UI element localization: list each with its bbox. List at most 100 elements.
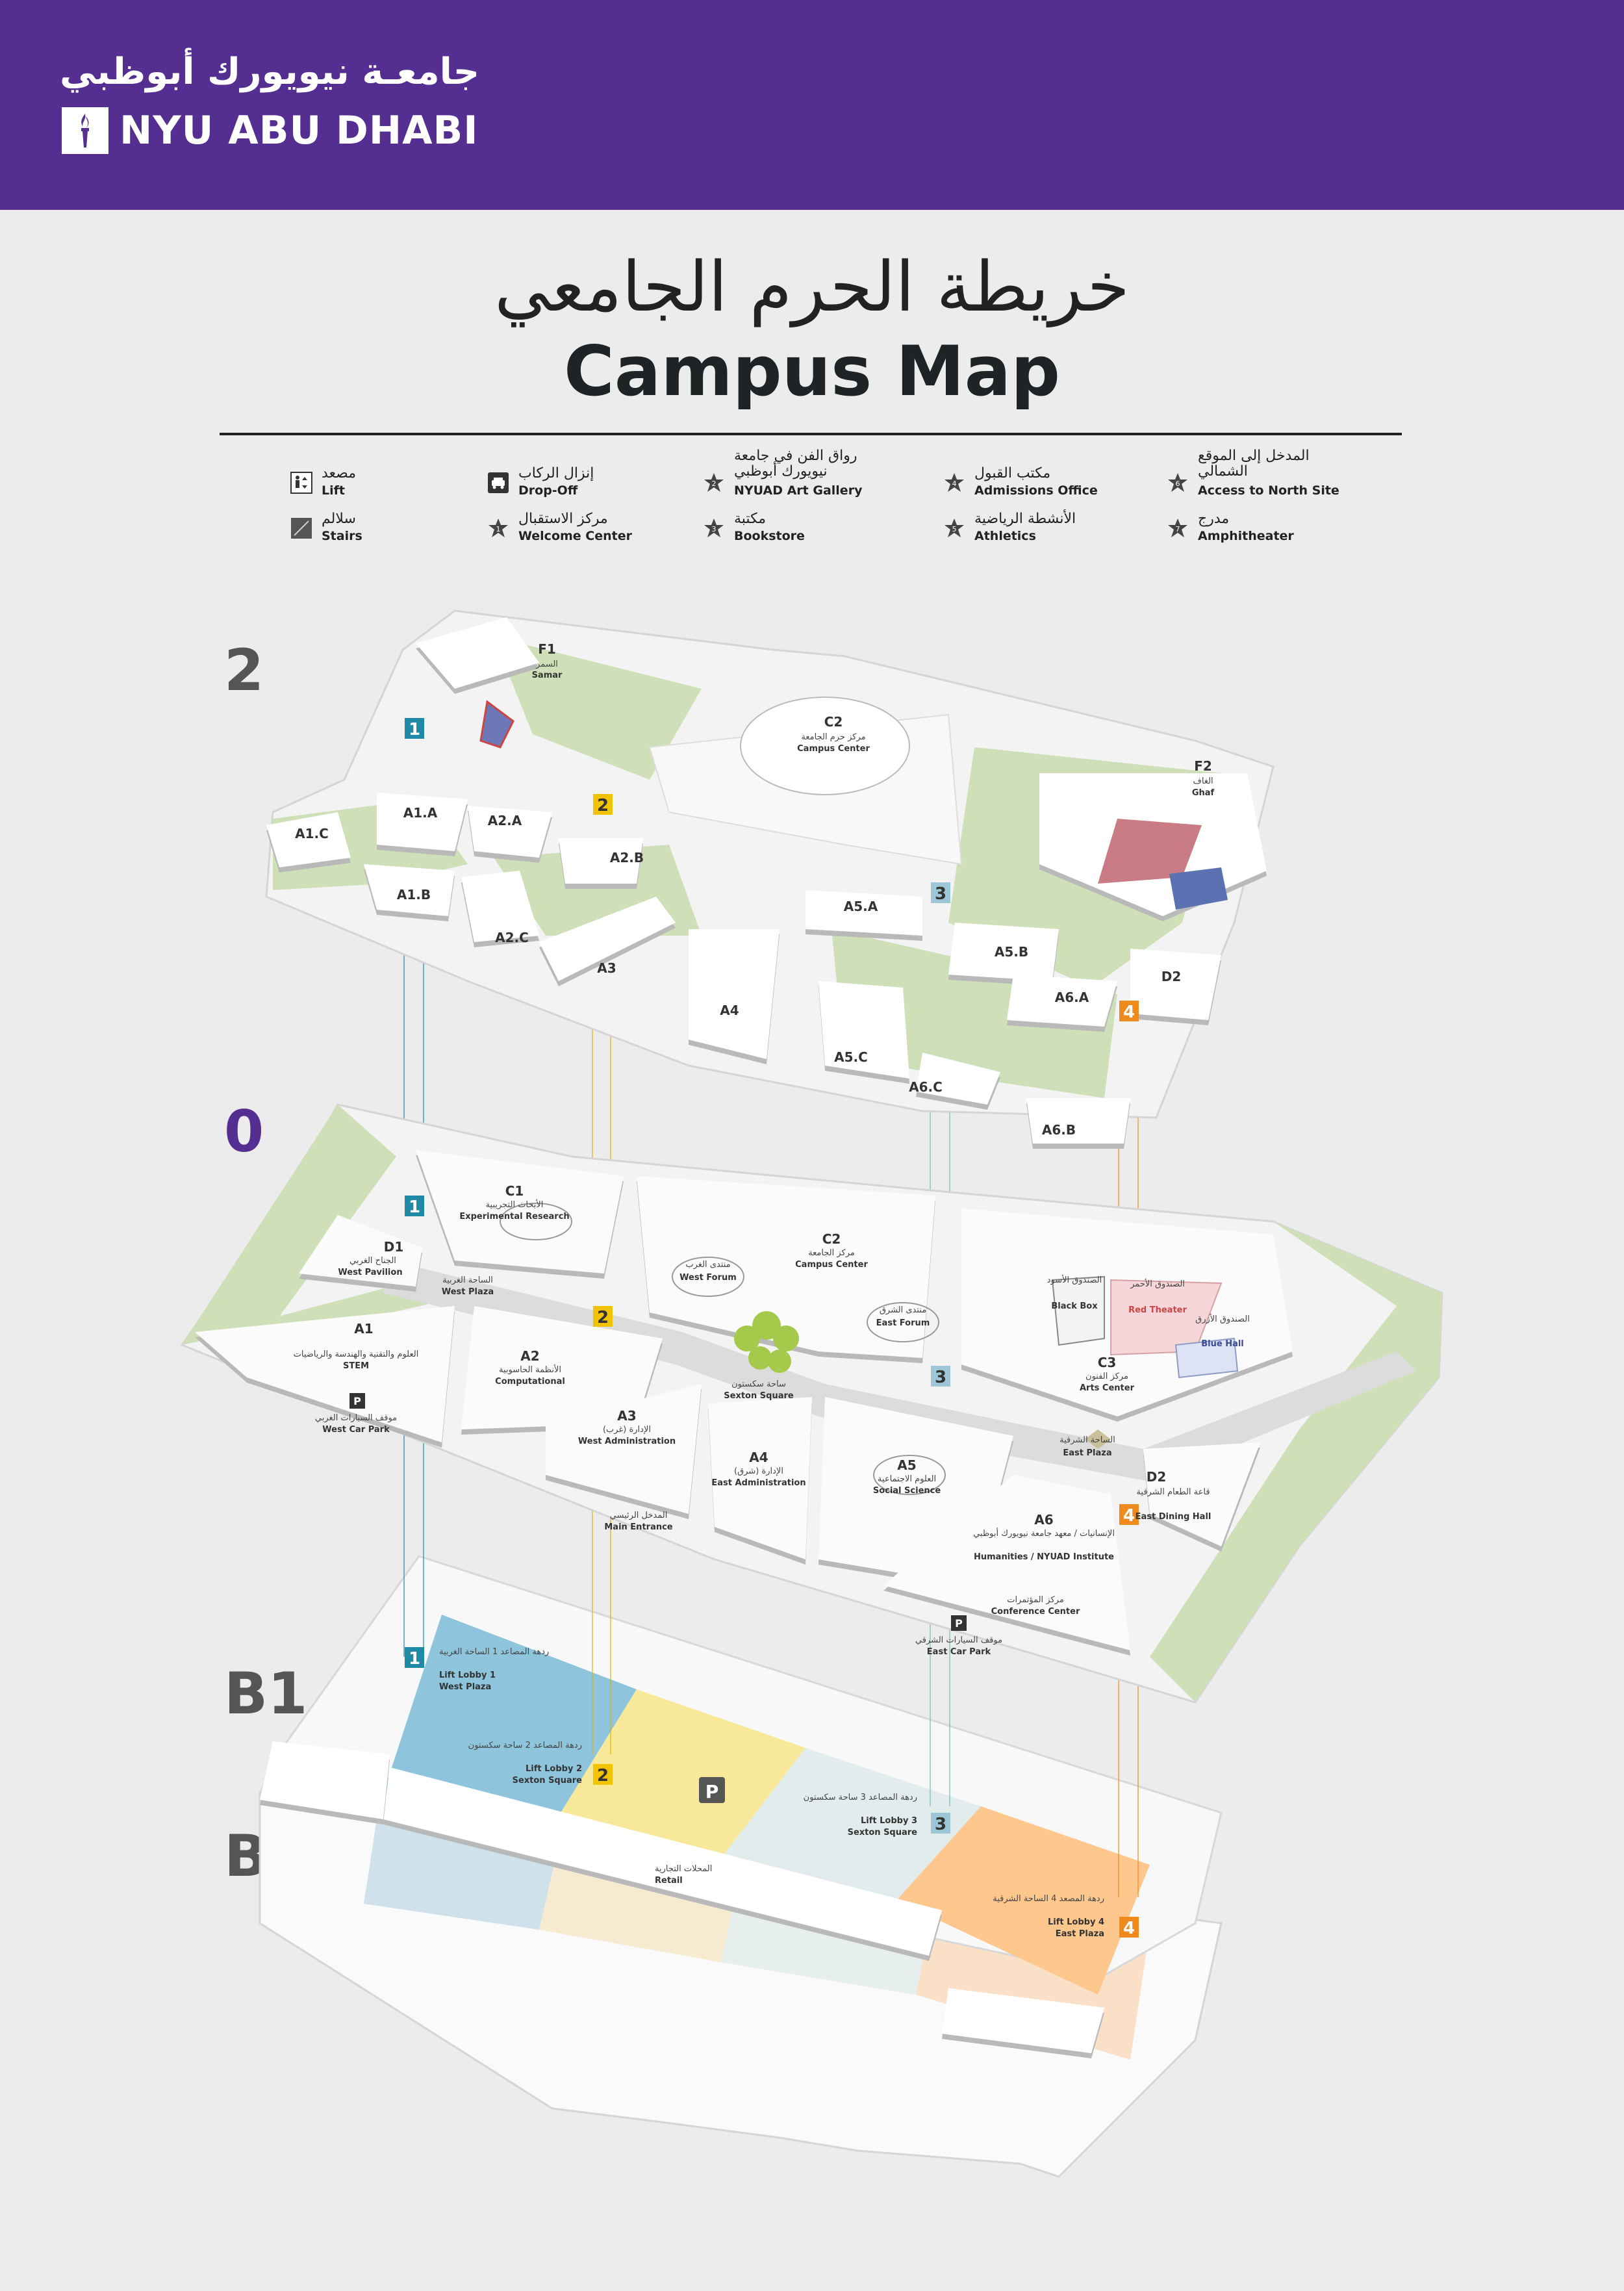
svg-text:Computational: Computational bbox=[495, 1377, 565, 1387]
label-a2b: A2.B bbox=[610, 850, 644, 865]
l0-building-a2 bbox=[461, 1306, 663, 1429]
l2-building-a1b bbox=[364, 864, 455, 916]
level-b1-plan: P bbox=[258, 1555, 1223, 2053]
svg-text:ردهة المصاعد 2 ساحة سكستون: ردهة المصاعد 2 ساحة سكستون bbox=[468, 1741, 582, 1750]
svg-text:مركز الفنون: مركز الفنون bbox=[1085, 1372, 1128, 1381]
label-blue-hall: Blue Hall bbox=[1201, 1339, 1244, 1349]
legend-welcome-center: 1 مركز الاستقبال Welcome Center bbox=[487, 511, 702, 547]
svg-text:ردهة المصاعد 3 ساحة سكستون: ردهة المصاعد 3 ساحة سكستون bbox=[804, 1793, 917, 1802]
b1-zone-blue bbox=[383, 1615, 637, 1816]
label-a4-l0: A4 bbox=[749, 1450, 768, 1465]
l2-building-a6b bbox=[1026, 1098, 1130, 1144]
label-a6-l0: A6 bbox=[1034, 1512, 1053, 1528]
star-2-icon: 2 bbox=[704, 473, 724, 492]
star-4-icon: 4 bbox=[945, 473, 964, 492]
label-f1: F1 bbox=[538, 641, 556, 657]
level-0-label: 0 bbox=[224, 1098, 264, 1165]
legend-lift: مصعد Lift bbox=[290, 465, 505, 502]
svg-text:مركز الجامعة: مركز الجامعة bbox=[808, 1248, 855, 1258]
svg-text:1: 1 bbox=[409, 1197, 420, 1217]
l0-building-a3 bbox=[546, 1384, 702, 1514]
l2-building-a6c bbox=[916, 1053, 1000, 1105]
svg-text:منتدى الشرق: منتدى الشرق bbox=[880, 1305, 926, 1315]
label-retail: Retail bbox=[655, 1876, 683, 1886]
l2-samar-court bbox=[479, 700, 514, 749]
svg-text:Experimental Research: Experimental Research bbox=[459, 1212, 569, 1222]
label-a1a: A1.A bbox=[403, 805, 438, 821]
label-f2: F2 bbox=[1194, 758, 1212, 774]
l2-building-a3 bbox=[539, 897, 676, 981]
svg-text:Sexton Square: Sexton Square bbox=[513, 1776, 583, 1785]
star-1-icon: 1 bbox=[488, 518, 508, 537]
lift-3-level0-badge: 3 bbox=[931, 1366, 950, 1387]
label-a2a: A2.A bbox=[488, 813, 522, 828]
svg-text:الصندوق الأسود: الصندوق الأسود bbox=[1047, 1274, 1102, 1285]
lift-badges: 1 2 3 4 1 2 3 4 1 2 3 4 bbox=[405, 718, 1139, 1938]
label-a2c: A2.C bbox=[495, 930, 529, 945]
lift-2-b1-badge: 2 bbox=[593, 1764, 613, 1785]
svg-text:3: 3 bbox=[712, 525, 717, 533]
label-a6c: A6.C bbox=[909, 1079, 943, 1095]
b1-zone-teal bbox=[721, 1748, 981, 1901]
label-a1c: A1.C bbox=[295, 826, 329, 841]
svg-text:7: 7 bbox=[1176, 525, 1180, 533]
star-7-icon: 7 bbox=[1168, 518, 1187, 537]
label-east-plaza: East Plaza bbox=[1063, 1448, 1111, 1458]
lift-1-b1-badge: 1 bbox=[405, 1647, 424, 1669]
lift-1-level2-badge: 1 bbox=[405, 718, 424, 739]
svg-text:الإنسانيات / معهد جامعة نيويور: الإنسانيات / معهد جامعة نيويورك أبوظبي bbox=[973, 1528, 1115, 1539]
svg-text:العلوم والتقنية والهندسة والري: العلوم والتقنية والهندسة والرياضيات bbox=[294, 1350, 419, 1359]
svg-text:Ghaf: Ghaf bbox=[1192, 788, 1215, 798]
svg-text:Social Science: Social Science bbox=[873, 1486, 941, 1496]
svg-text:Campus Center: Campus Center bbox=[795, 1260, 868, 1270]
svg-text:West Pavilion: West Pavilion bbox=[338, 1268, 402, 1277]
page-title: Campus Map bbox=[564, 331, 1060, 411]
l2-building-a5c bbox=[818, 981, 909, 1079]
label-a2-l0: A2 bbox=[520, 1348, 539, 1364]
svg-text:المدخل الرئيسي: المدخل الرئيسي bbox=[610, 1511, 668, 1520]
l2-building-a5a bbox=[806, 890, 922, 936]
label-main-entrance: Main Entrance bbox=[604, 1522, 672, 1532]
l0-building-a4 bbox=[708, 1397, 812, 1559]
svg-text:6: 6 bbox=[1176, 480, 1180, 488]
sexton-square-palms bbox=[734, 1311, 799, 1373]
l0-building-c1 bbox=[416, 1150, 624, 1273]
svg-text:4: 4 bbox=[1123, 1506, 1135, 1526]
legend-athletics: 5 الأنشطة الرياضية Athletics bbox=[943, 511, 1158, 547]
header-bar: جامعـة نيويورك أبوظبي NYU ABU DHABI bbox=[0, 0, 1624, 210]
label-d1: D1 bbox=[384, 1239, 404, 1255]
b1-zone-yellow bbox=[559, 1689, 806, 1858]
svg-text:العلوم الاجتماعية: العلوم الاجتماعية bbox=[878, 1474, 936, 1484]
l0-building-d2 bbox=[1143, 1442, 1260, 1546]
lift-icon bbox=[290, 472, 312, 494]
label-c3: C3 bbox=[1098, 1355, 1117, 1370]
label-d2-l0: D2 bbox=[1147, 1469, 1167, 1485]
svg-text:1: 1 bbox=[496, 525, 501, 533]
star-6-icon: 6 bbox=[1168, 473, 1187, 492]
legend-admissions-office: 4 مكتب القبول Admissions Office bbox=[943, 465, 1158, 502]
label-a1-l0: A1 bbox=[354, 1321, 373, 1337]
svg-text:ردهة المصعد 4 الساحة الشرقية: ردهة المصعد 4 الساحة الشرقية bbox=[993, 1894, 1104, 1904]
b1-building-strip bbox=[383, 1767, 942, 1956]
svg-text:4: 4 bbox=[1123, 1919, 1135, 1938]
legend-amphitheater: 7 مدرج Amphitheater bbox=[1167, 511, 1381, 547]
label-a4-l2: A4 bbox=[720, 1003, 739, 1018]
l2-building-a1c bbox=[266, 812, 351, 867]
svg-text:مركز المؤتمرات: مركز المؤتمرات bbox=[1007, 1595, 1064, 1605]
svg-text:Samar: Samar bbox=[532, 671, 563, 680]
svg-text:5: 5 bbox=[952, 525, 957, 533]
svg-text:الإدارة (غرب): الإدارة (غرب) bbox=[603, 1425, 651, 1435]
label-a3-l2: A3 bbox=[597, 960, 616, 976]
label-a6a: A6.A bbox=[1055, 990, 1089, 1005]
brand-name-english: NYU ABU DHABI bbox=[120, 108, 479, 153]
svg-text:ساحة سكستون: ساحة سكستون bbox=[731, 1379, 786, 1389]
level-0-plan bbox=[180, 1103, 1443, 1704]
label-red-theater: Red Theater bbox=[1128, 1305, 1187, 1315]
l2-blue-block bbox=[1169, 867, 1228, 910]
svg-text:3: 3 bbox=[935, 1815, 946, 1834]
svg-text:Sexton Square: Sexton Square bbox=[848, 1828, 918, 1837]
legend-drop-off: إنزال الركاب Drop-Off bbox=[487, 465, 702, 502]
svg-text:1: 1 bbox=[409, 1649, 420, 1669]
legend-north-site-access: 6 المدخل إلى الموقع الشمالي Access to No… bbox=[1167, 448, 1381, 498]
